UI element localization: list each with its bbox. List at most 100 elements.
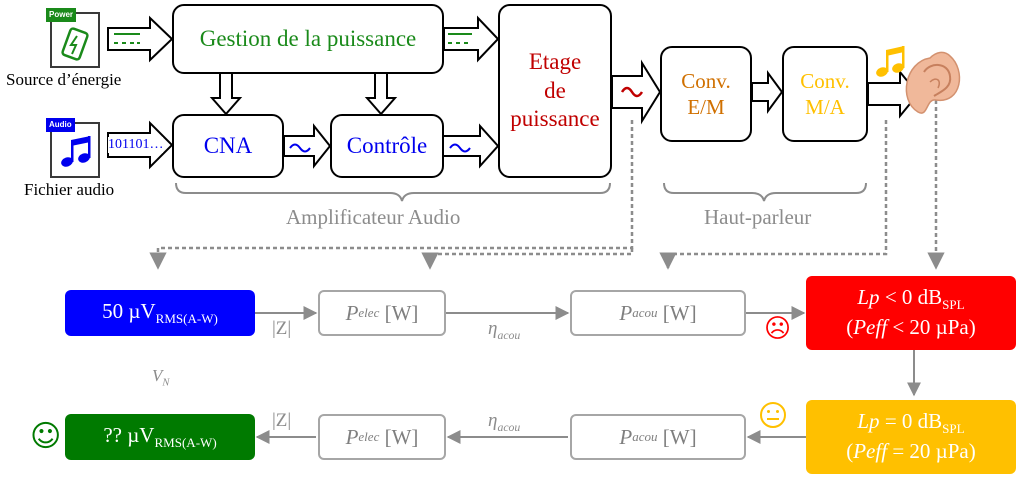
ma-converter-block: Conv. M/A [782,46,868,142]
power-to-control-arrow [364,71,398,116]
neutral-face-mouth [767,418,779,420]
row1-pelec-symbol: P [345,300,359,325]
power-to-dac-arrow [209,71,243,116]
speaker-brace [663,182,867,202]
amplifier-brace [175,182,611,202]
row2-efficiency-label: ηacou [488,410,520,435]
row1-spl-line1: Lp < 0 dBSPL [857,284,964,314]
row1-spl-sub: SPL [942,297,965,313]
row2-pelec-unit: [W] [379,424,419,449]
row2-impedance-label: |Z| [272,410,292,431]
dac-to-control-arrow [283,123,332,169]
amplifier-group-label: Amplificateur Audio [286,205,461,229]
row2-pacou-sub: acou [632,429,658,444]
neutral-face-eyes [767,410,770,413]
row2-spl-line1: Lp = 0 dBSPL [857,408,964,438]
speaker-group-label: Haut-parleur [704,205,812,229]
row1-impedance-label: |Z| [272,318,292,339]
row2-pelec-symbol: P [345,424,359,449]
row1-spl-box: Lp < 0 dBSPL (Peff < 20 µPa) [806,276,1016,350]
em-to-ma-arrow [751,69,784,115]
row2-spl-box: Lp = 0 dBSPL (Peff = 20 µPa) [806,400,1016,474]
power-input-arrow [107,15,174,63]
ma-to-ear-arrow [867,69,920,119]
probe-line-3 [659,120,888,270]
em-converter-label-2: E/M [687,95,725,119]
power-stage-block: Etage de puissance [498,4,612,178]
row1-pacou-symbol: P [619,300,633,325]
row2-voltage-box: ?? µVRMS(A-W) [65,414,255,460]
bitstream-label: 101101… [108,137,164,153]
battery-icon [52,24,98,67]
row2-eta-symbol: η [488,410,498,431]
probe-line-2 [421,248,634,270]
row1-voltage-sub: RMS(A-W) [155,311,218,327]
row2-lp: Lp [857,409,880,434]
row2-voltage-value: ?? µV [103,422,155,447]
row1-pelec-sub: elec [358,305,380,320]
power-source-label: Source d’énergie [6,70,122,89]
row2-spl-rel: = 0 dB [879,409,943,434]
music-note-icon [52,134,98,175]
audio-file-icon: Audio [46,118,100,178]
row1-eta-symbol: η [488,318,498,339]
power-to-stage-arrow [443,15,500,63]
ac-symbol [449,143,471,153]
row2-spl-line2-rel: = 20 µPa) [887,439,976,464]
row1-voltage-box: 50 µVRMS(A-W) [65,290,255,336]
dac-block: CNA [172,114,284,178]
em-converter-block: Conv. E/M [660,46,752,142]
ac-symbol [289,143,311,153]
dac-label: CNA [203,132,253,158]
row2-voltage-text: ?? µVRMS(A-W) [103,422,216,452]
control-label: Contrôle [346,132,428,158]
neutral-face-icon [760,402,786,428]
row1-spl-pre: ( [846,315,854,340]
power-management-block: Gestion de la puissance [172,4,444,74]
power-stage-label-1: Etage [528,48,582,74]
row1-spl-line2: (Peff < 20 µPa) [846,314,976,341]
audio-file-label: Fichier audio [24,180,115,199]
dc-symbol [114,33,472,44]
row2-voltage-sub: RMS(A-W) [154,435,217,451]
noise-voltage-label: VN [152,366,169,388]
music-note-icon [876,46,905,77]
ma-converter-label-2: M/A [805,95,845,119]
row1-voltage-value: 50 µV [102,298,156,323]
row1-pelec-unit: [W] [379,300,419,325]
ma-converter-label-1: Conv. [800,68,850,93]
row2-pelec-sub: elec [358,429,380,444]
row2-eta-sub: acou [497,420,521,434]
noise-symbol: V [152,366,163,385]
row1-pacou-sub: acou [632,305,658,320]
power-stage-label-2: de [544,77,566,103]
row2-pacou-symbol: P [619,424,633,449]
control-block: Contrôle [330,114,444,178]
ac-symbol [620,86,644,98]
row2-peff: Peff [853,439,888,464]
row1-lp: Lp [857,285,880,310]
power-stage-label-3: puissance [510,106,600,132]
control-to-stage-arrow [442,123,500,169]
row1-spl-rel: < 0 dB [879,285,943,310]
noise-sub: N [162,377,170,389]
row1-pacou-unit: [W] [657,300,697,325]
row1-eta-sub: acou [497,328,521,342]
em-converter-label-1: Conv. [681,68,731,93]
smiley-icon: ☺ [30,419,62,454]
ear-icon [905,51,961,114]
row1-peff: Peff [853,315,888,340]
row1-voltage-text: 50 µVRMS(A-W) [102,298,218,328]
power-source-icon: Power [46,8,100,68]
row2-spl-line2: (Peff = 20 µPa) [846,438,976,465]
power-tag: Power [46,8,77,22]
row1-efficiency-label: ηacou [488,318,520,343]
audio-tag: Audio [46,118,75,132]
frowning-face-icon: ☹ [764,314,792,344]
row2-spl-pre: ( [846,439,854,464]
